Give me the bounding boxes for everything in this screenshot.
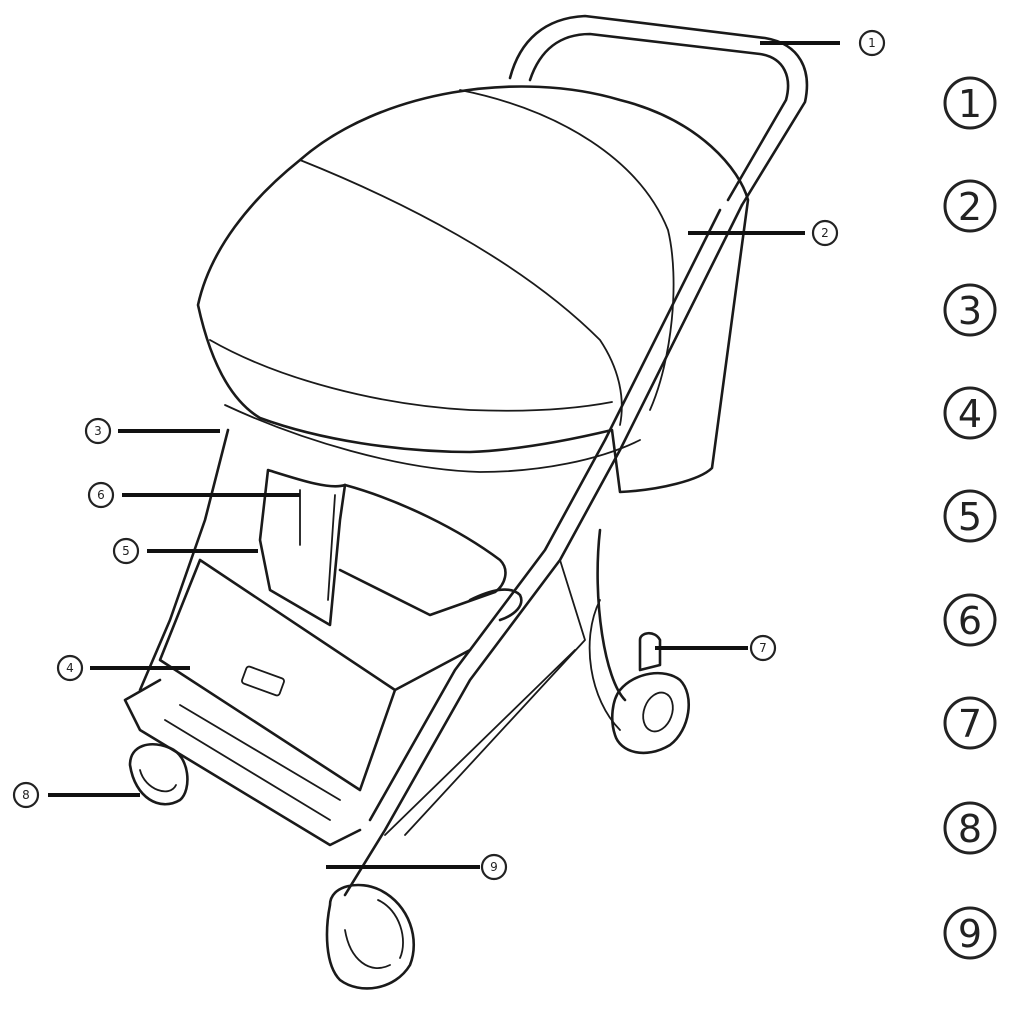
seat-cushion bbox=[338, 483, 507, 617]
rear-frame-inner bbox=[368, 208, 722, 822]
leg-cover-tag bbox=[241, 665, 285, 697]
key-item-5: 5 bbox=[943, 489, 997, 543]
callout-7: 7 bbox=[749, 634, 777, 662]
svg-text:3: 3 bbox=[958, 289, 982, 333]
svg-text:4: 4 bbox=[958, 392, 982, 436]
side-frame-left bbox=[138, 428, 230, 692]
svg-text:6: 6 bbox=[958, 599, 982, 643]
key-item-7: 7 bbox=[943, 696, 997, 750]
svg-text:5: 5 bbox=[122, 544, 130, 558]
key-item-6: 6 bbox=[943, 593, 997, 647]
key-item-3: 3 bbox=[943, 283, 997, 337]
push-handle-inner bbox=[528, 32, 790, 202]
svg-text:7: 7 bbox=[958, 702, 982, 746]
svg-text:5: 5 bbox=[958, 495, 982, 539]
front-right-wheel bbox=[325, 883, 415, 990]
canopy bbox=[196, 85, 750, 494]
number-key: 1 2 3 4 5 6 7 8 bbox=[943, 76, 997, 960]
svg-text:3: 3 bbox=[94, 424, 102, 438]
rear-wheel bbox=[610, 671, 691, 755]
seat-back bbox=[258, 468, 347, 627]
svg-text:2: 2 bbox=[821, 226, 829, 240]
key-item-8: 8 bbox=[943, 801, 997, 855]
basket-side bbox=[384, 599, 621, 836]
svg-text:4: 4 bbox=[66, 661, 74, 675]
front-left-wheel-hub bbox=[139, 769, 177, 793]
svg-text:9: 9 bbox=[958, 912, 982, 956]
front-right-wheel-hub bbox=[344, 899, 404, 969]
canopy-seam-2 bbox=[459, 89, 675, 411]
rear-wheel-hub bbox=[642, 691, 674, 733]
key-item-4: 4 bbox=[943, 386, 997, 440]
basket bbox=[164, 559, 586, 836]
key-item-2: 2 bbox=[943, 179, 997, 233]
stroller-illustration bbox=[123, 14, 809, 990]
bumper-bar bbox=[468, 588, 523, 622]
svg-text:7: 7 bbox=[759, 641, 767, 655]
canopy-seam-1 bbox=[299, 159, 623, 426]
svg-text:8: 8 bbox=[22, 788, 30, 802]
svg-text:2: 2 bbox=[958, 185, 982, 229]
svg-text:1: 1 bbox=[868, 36, 876, 50]
callout-6: 6 bbox=[87, 481, 115, 509]
key-item-1: 1 bbox=[943, 76, 997, 130]
leader-lines bbox=[48, 41, 840, 869]
svg-text:1: 1 bbox=[958, 82, 982, 126]
rear-wheel-leg bbox=[596, 528, 627, 702]
callout-markers: 1 2 3 4 5 6 7 8 bbox=[12, 29, 886, 881]
callout-9: 9 bbox=[480, 853, 508, 881]
svg-text:8: 8 bbox=[958, 807, 982, 851]
callout-2: 2 bbox=[811, 219, 839, 247]
canopy-visor bbox=[209, 339, 613, 412]
callout-3: 3 bbox=[84, 417, 112, 445]
rear-wheel-brake bbox=[638, 631, 662, 672]
canopy-lower-edge bbox=[224, 404, 641, 473]
callout-4: 4 bbox=[56, 654, 84, 682]
footrest bbox=[123, 678, 362, 847]
front-left-wheel bbox=[128, 743, 189, 806]
push-handle bbox=[508, 14, 809, 207]
harness-strap bbox=[299, 489, 336, 601]
callout-5: 5 bbox=[112, 537, 140, 565]
svg-text:9: 9 bbox=[490, 860, 498, 874]
callout-8: 8 bbox=[12, 781, 40, 809]
callout-1: 1 bbox=[858, 29, 886, 57]
rear-frame bbox=[343, 203, 744, 897]
leg-cover bbox=[158, 558, 472, 792]
svg-text:6: 6 bbox=[97, 488, 105, 502]
key-item-9: 9 bbox=[943, 906, 997, 960]
